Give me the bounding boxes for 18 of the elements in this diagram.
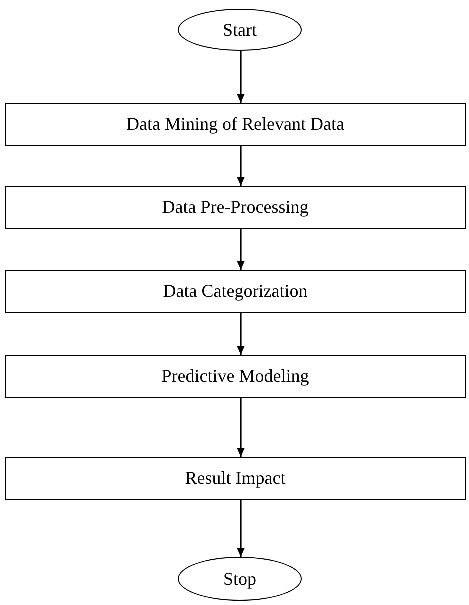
arrow bbox=[237, 146, 245, 186]
node-label: Predictive Modeling bbox=[162, 365, 310, 388]
process-box bbox=[5, 355, 466, 398]
node-label: Data Mining of Relevant Data bbox=[126, 113, 344, 136]
process-box bbox=[5, 186, 466, 229]
arrow bbox=[237, 398, 245, 457]
node-label: Data Pre-Processing bbox=[162, 196, 309, 219]
arrow bbox=[237, 51, 245, 103]
process-box bbox=[5, 270, 466, 313]
arrow bbox=[237, 313, 245, 355]
arrow bbox=[237, 500, 245, 557]
node-label: Start bbox=[223, 18, 257, 42]
node-label: Result Impact bbox=[185, 467, 286, 490]
arrow bbox=[237, 229, 245, 270]
node-label: Data Categorization bbox=[163, 280, 308, 303]
process-box bbox=[5, 103, 466, 146]
node-label: Stop bbox=[223, 568, 256, 590]
process-box bbox=[5, 457, 466, 500]
